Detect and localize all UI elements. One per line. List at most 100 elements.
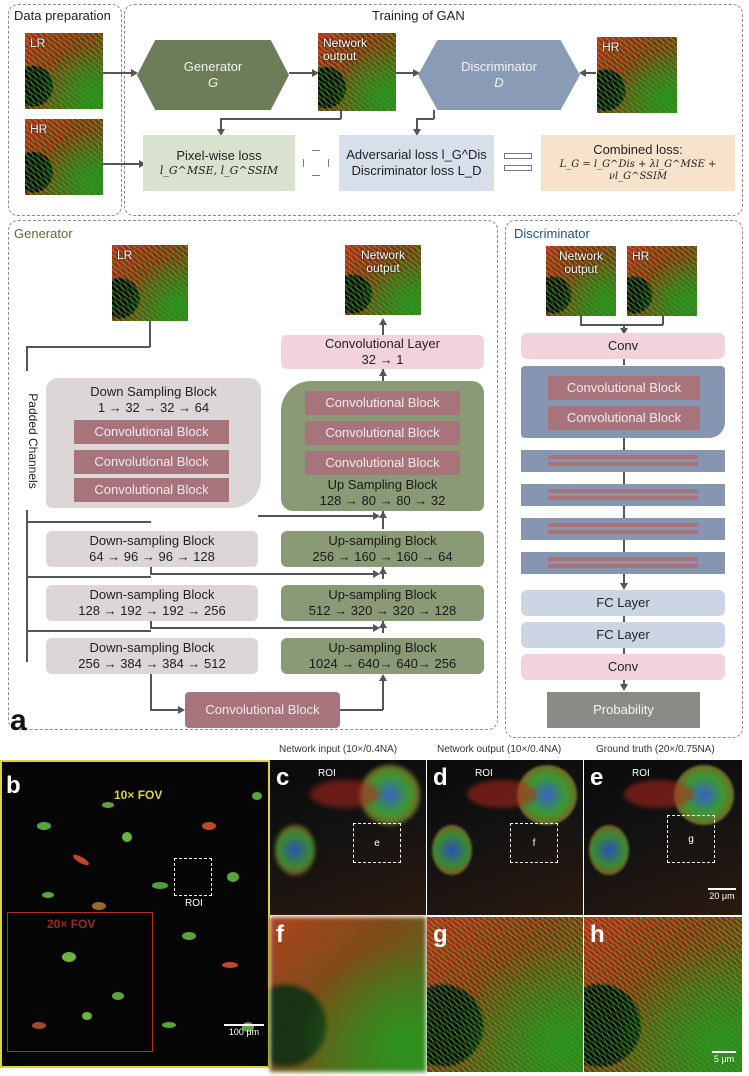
arrow-line	[289, 72, 315, 74]
scale-bar-h: 5 μm	[712, 1051, 736, 1064]
arrow-line	[258, 515, 378, 517]
down-row-title: Down-sampling Block	[89, 586, 215, 602]
arrow-line	[382, 676, 384, 710]
fc-layer-1: FC Layer	[521, 590, 725, 616]
down-block-title: Down Sampling Block	[90, 384, 217, 399]
discriminator-name: Discriminator	[461, 58, 537, 74]
panel-letter-d: d	[433, 764, 448, 791]
arrow-head	[379, 318, 387, 325]
arrow-head	[379, 511, 387, 518]
arrow-line	[662, 316, 664, 325]
training-panel	[124, 4, 743, 216]
padded-channels-text: Padded Channels	[26, 393, 40, 489]
fov-20x-box	[7, 912, 153, 1052]
conv-layer-title: Convolutional Layer	[325, 335, 440, 351]
conv-block: Convolutional Block	[74, 478, 229, 502]
down-sampling-row-1: Down-sampling Block 64 → 96 → 96 → 128	[46, 531, 258, 567]
down-block-dims: 1 → 32 → 32 → 64	[97, 400, 210, 416]
generator-label: Generator	[14, 226, 73, 241]
roi-e-text: g	[688, 833, 694, 845]
panel-b-image: 20× FOV 10× FOV ROI 100 μm	[0, 760, 270, 1068]
arrow-head	[379, 567, 387, 574]
panel-letter-c: c	[276, 764, 290, 791]
arrow-head	[139, 160, 146, 168]
fov-10x-label: 10× FOV	[114, 788, 163, 802]
panel-f-image	[270, 917, 426, 1072]
arrow-line	[220, 118, 222, 130]
disc-collapsed-block	[521, 450, 725, 472]
scale-b-text: 100 μm	[228, 1027, 260, 1037]
arrow-head	[620, 583, 628, 590]
generator-output-image: Network output	[345, 245, 421, 315]
arrow-line	[582, 72, 596, 74]
up-block-footer: Up Sampling Block 128 → 80 → 80 → 32	[281, 477, 484, 510]
generator-lr-tag: LR	[117, 248, 133, 262]
up-sampling-row-2: Up-sampling Block 512 → 320 → 320 → 128	[281, 585, 484, 621]
roi-c-text: e	[374, 837, 380, 849]
padded-channels-label: Padded Channels	[24, 372, 42, 510]
disc-conv-block: Convolutional Block	[548, 406, 700, 430]
conv-block: Convolutional Block	[305, 421, 460, 445]
up-row-title: Up-sampling Block	[328, 532, 437, 548]
up-sampling-row-1: Up-sampling Block 256 → 160 → 160 → 64	[281, 531, 484, 567]
adversarial-loss-box: Adversarial loss l_G^Dis Discriminator l…	[339, 135, 494, 191]
up-block-title: Up Sampling Block	[327, 477, 438, 492]
arrow-line	[416, 118, 434, 120]
arrow-line	[150, 573, 378, 575]
arrow-line	[382, 511, 384, 529]
up-row-title: Up-sampling Block	[328, 639, 437, 655]
fov-20x-label: 20× FOV	[47, 917, 96, 931]
arrow-head	[620, 684, 628, 691]
data-preparation-label: Data preparation	[14, 8, 111, 23]
arrow-line	[103, 163, 143, 165]
arrow-line	[149, 321, 151, 347]
arrow-line	[26, 510, 28, 662]
roi-box-e: g	[667, 815, 715, 863]
combined-loss-title: Combined loss:	[593, 142, 683, 158]
arrow-line	[150, 674, 152, 710]
training-label: Training of GAN	[372, 8, 465, 23]
disc-conv-bottom: Conv	[521, 654, 725, 680]
network-output-tag: Network output	[323, 36, 368, 64]
generator-symbol: G	[207, 75, 219, 90]
arrow-head	[379, 674, 387, 681]
equals-icon: =	[504, 153, 532, 173]
arrow-line	[623, 324, 625, 330]
discriminator-label: Discriminator	[514, 226, 590, 241]
arrow-line	[580, 324, 663, 326]
arrow-head	[379, 369, 387, 376]
down-row-title: Down-sampling Block	[89, 639, 215, 655]
arrow-line	[623, 540, 625, 552]
arrow-head	[373, 570, 380, 578]
panel-g-image: g	[427, 917, 583, 1072]
adversarial-loss: Adversarial loss l_G^Dis	[346, 146, 487, 162]
down-row-title: Down-sampling Block	[89, 532, 215, 548]
arrow-line	[26, 346, 150, 348]
up-block-dims: 128 → 80 → 80 → 32	[319, 493, 446, 509]
header-ground-truth: Ground truth (20×/0.75NA)	[596, 744, 715, 755]
disc-conv-group: Convolutional Block Convolutional Block	[521, 366, 725, 438]
arrow-line	[220, 118, 341, 120]
generator-hexagon: Generator G	[137, 40, 289, 110]
network-output-image: Network output	[318, 33, 396, 111]
arrow-line	[623, 506, 625, 518]
disc-output-tag: Network output	[558, 249, 603, 277]
pixel-loss-title: Pixel-wise loss	[176, 148, 262, 163]
down-sampling-row-2: Down-sampling Block 128 → 192 → 192 → 25…	[46, 585, 258, 621]
panel-letter-b: b	[6, 772, 21, 799]
arrow-line	[150, 627, 378, 629]
header-network-input: Network input (10×/0.4NA)	[279, 744, 398, 755]
arrow-line	[623, 359, 625, 365]
bottom-conv-block: Convolutional Block	[185, 692, 340, 728]
combined-loss-formula: L_G = l_G^Dis + λl_G^MSE + νl_G^SSIM	[559, 158, 717, 183]
arrow-line	[580, 316, 582, 325]
disc-collapsed-block	[521, 518, 725, 540]
down-row-dims: 128 → 192 → 192 → 256	[78, 603, 226, 618]
down-row-dims: 64 → 96 → 96 → 128	[89, 549, 215, 564]
conv-block: Convolutional Block	[74, 450, 229, 474]
arrow-head	[620, 328, 628, 335]
arrow-head	[217, 129, 225, 136]
conv-block: Convolutional Block	[74, 420, 229, 444]
generator-name: Generator	[183, 58, 243, 74]
generator-lr-image: LR	[112, 245, 188, 321]
